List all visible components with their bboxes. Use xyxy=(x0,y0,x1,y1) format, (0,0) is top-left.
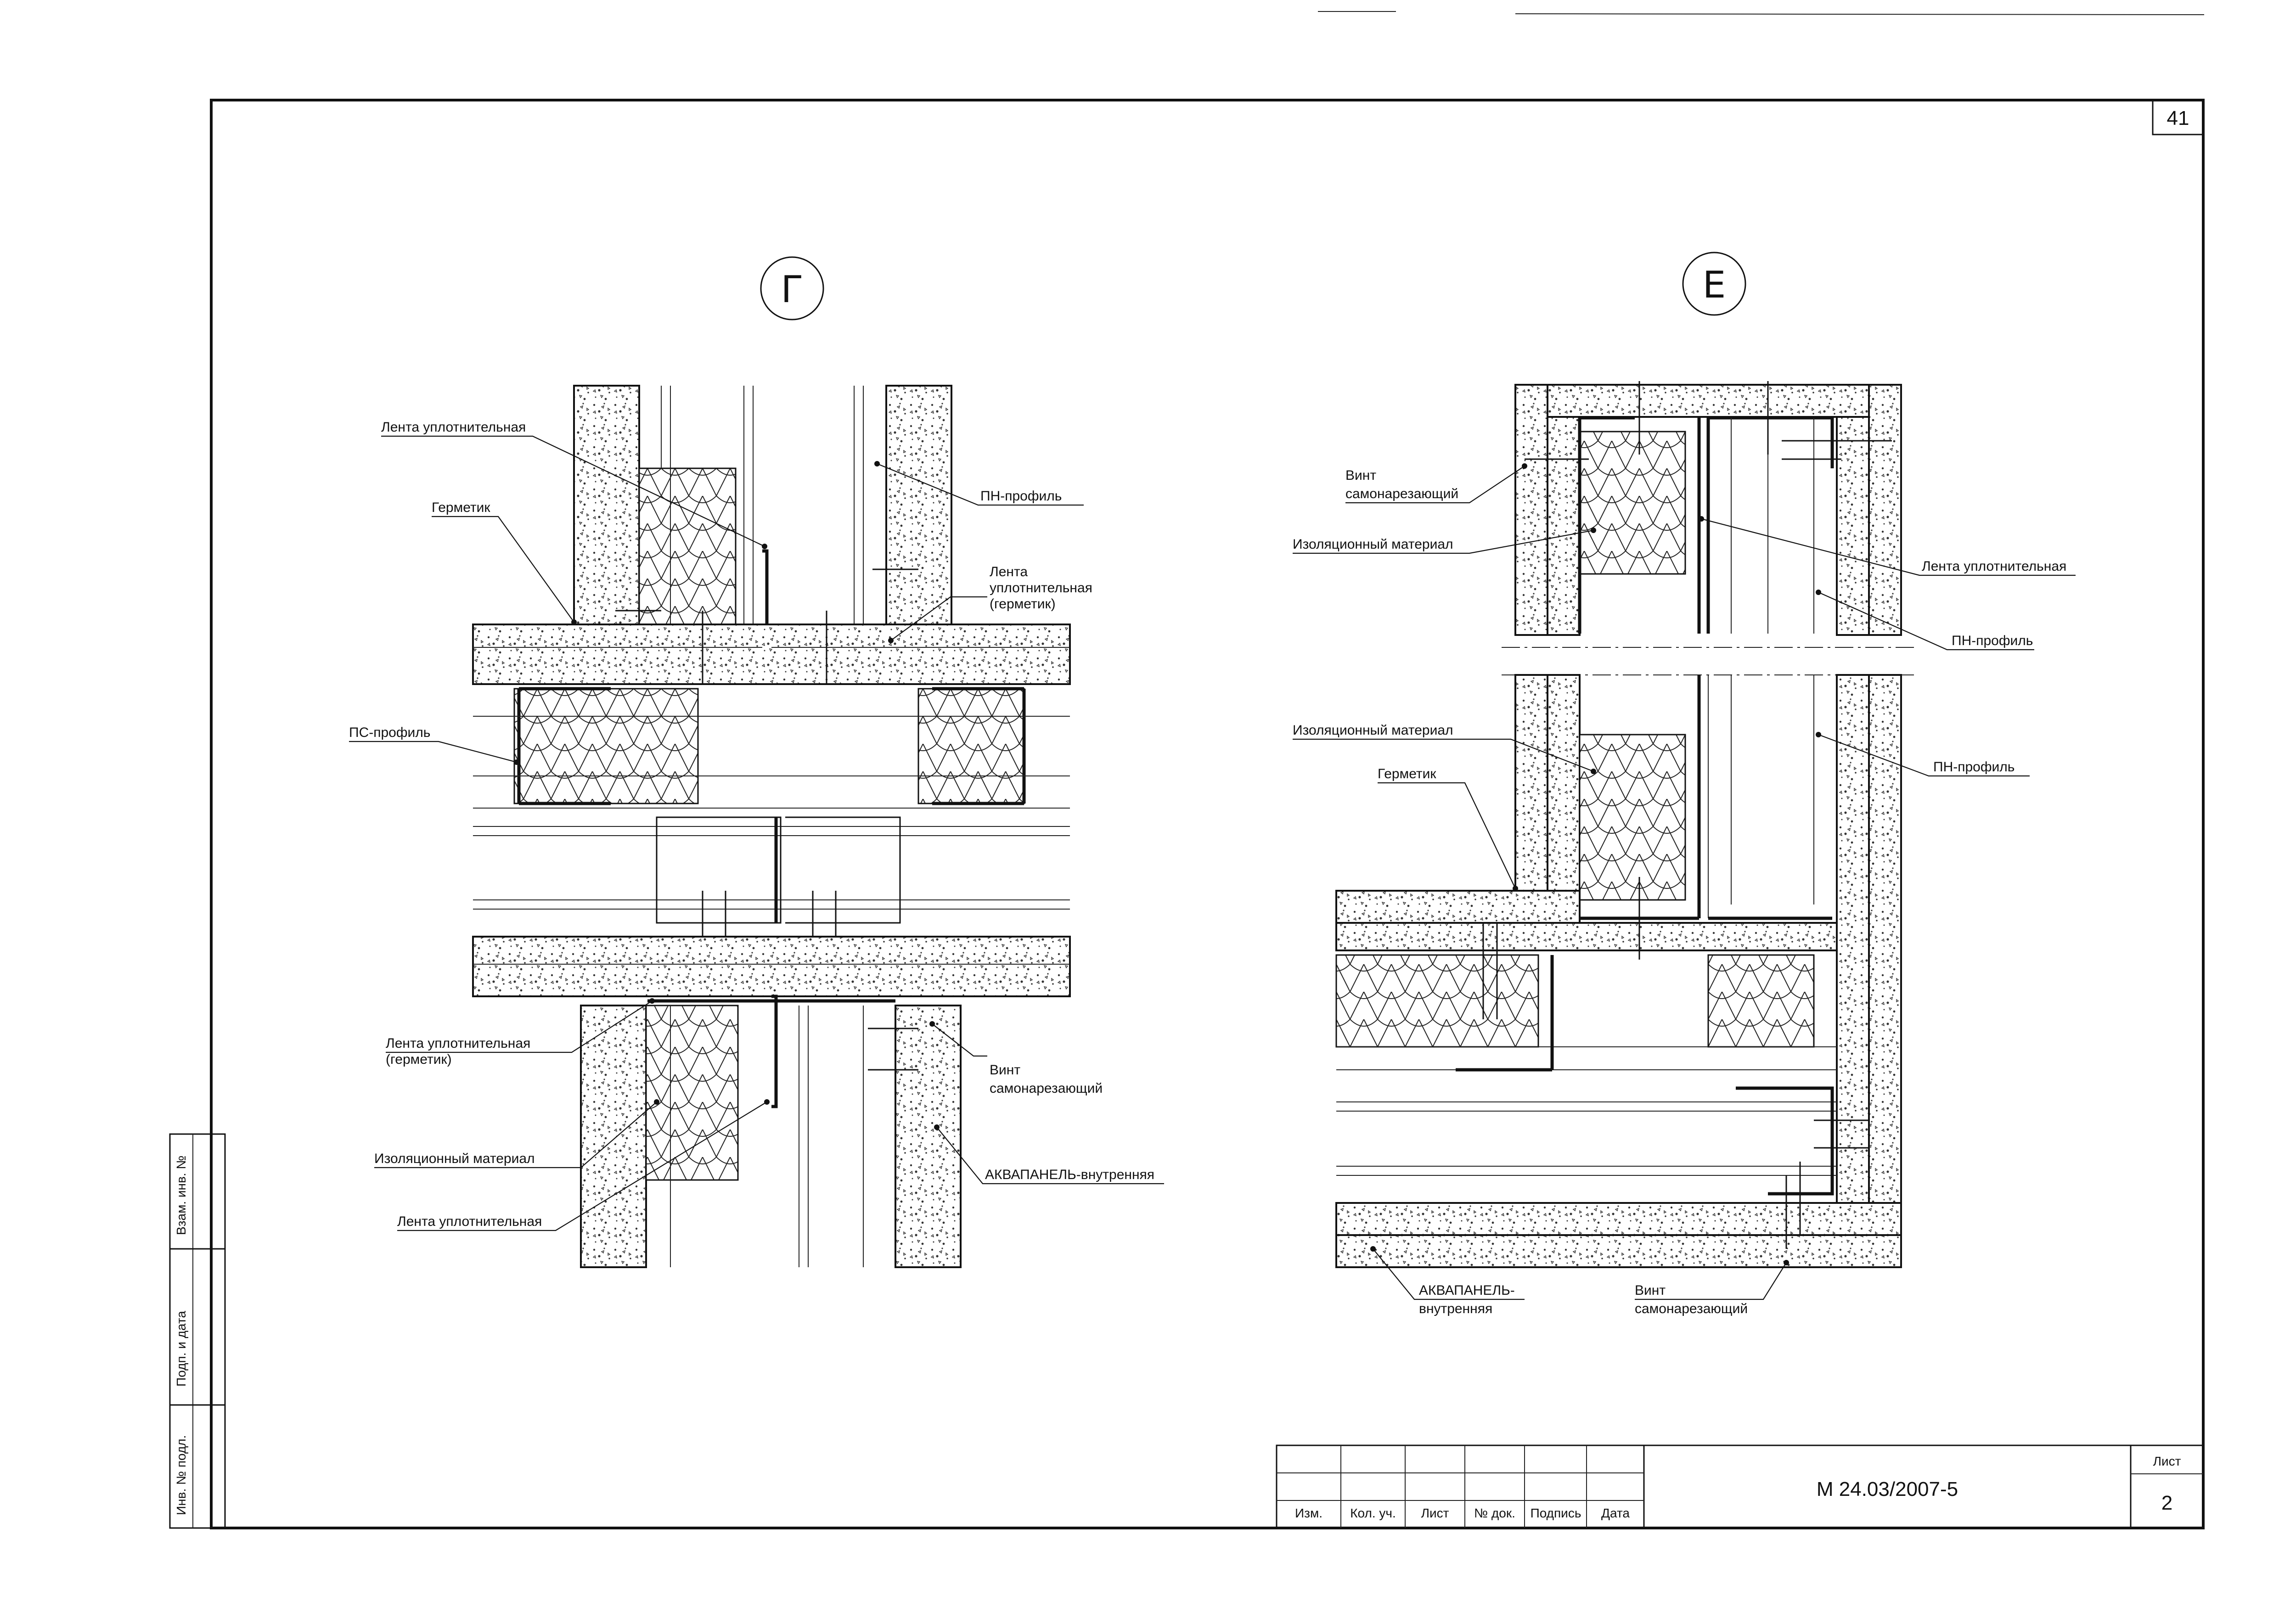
label-tape-sealant-bot-1: Лента уплотнительная xyxy=(386,1036,530,1051)
leader-tape-top xyxy=(381,435,765,547)
leader-pn-profile xyxy=(877,463,1084,506)
leader-sealant xyxy=(432,516,574,623)
label-tape-sealant-top-3: (герметик) xyxy=(990,596,1056,612)
leader-screw xyxy=(932,1023,987,1057)
aquapanel-e-top-left xyxy=(1514,384,1548,636)
label-tape-sealant-top-1: Лента xyxy=(990,564,1028,579)
aquapanel-upper-right xyxy=(885,385,952,625)
detail-e: Е xyxy=(1293,252,2076,1316)
title-col-count: Кол. уч. xyxy=(1350,1506,1396,1520)
label-e-insulation-top: Изоляционный материал xyxy=(1293,537,1453,552)
title-col-date: Дата xyxy=(1601,1506,1630,1520)
insulation-e-floor-right xyxy=(1707,954,1815,1048)
stamp-replacement: Взам. инв. № xyxy=(174,1156,188,1235)
leader-e-tape xyxy=(1701,518,2076,576)
insulation-upper xyxy=(638,467,737,625)
aquapanel-floor-upper xyxy=(472,624,1071,685)
document-code: М 24.03/2007-5 xyxy=(1817,1478,1958,1500)
aquapanel-e-bottom-2 xyxy=(1335,1234,1902,1268)
screws-g xyxy=(615,568,918,684)
leader-tape-sealant-top xyxy=(890,596,987,641)
label-e-pn-profile-top: ПН-профиль xyxy=(1952,633,2033,648)
screws-e xyxy=(1482,381,1869,1249)
label-e-screw-bot-1: Винт xyxy=(1635,1283,1666,1298)
aquapanel-lower-left xyxy=(580,1005,647,1268)
aquapanel-e-mid-left-inner xyxy=(1547,674,1581,905)
leader-tape-bottom xyxy=(397,1101,767,1231)
aquapanel-e-right-inner xyxy=(1836,674,1870,1245)
label-e-pn-profile-mid: ПН-профиль xyxy=(1933,759,2015,775)
aquapanel-e-top xyxy=(1514,384,1902,418)
leader-e-screw-bot xyxy=(1635,1262,1787,1300)
stamp-signature-date: Подп. и дата xyxy=(174,1311,188,1387)
insulation-ps-right xyxy=(917,688,1025,804)
title-col-sheet: Лист xyxy=(1421,1506,1449,1520)
detail-e-mark-circle xyxy=(1682,252,1746,316)
label-e-aquapanel-2: внутренняя xyxy=(1419,1301,1492,1316)
detail-g-mark-circle xyxy=(760,256,824,320)
label-e-aquapanel-1: АКВАПАНЕЛЬ- xyxy=(1419,1283,1515,1298)
label-insulation: Изоляционный материал xyxy=(374,1151,535,1166)
page-number: 41 xyxy=(2167,107,2189,129)
title-col-signature: Подпись xyxy=(1531,1506,1581,1520)
insulation-lower xyxy=(645,1005,739,1181)
label-tape-top: Лента уплотнительная xyxy=(381,420,526,435)
stamp-inventory: Инв. № подл. xyxy=(174,1435,188,1515)
title-col-change: Изм. xyxy=(1295,1506,1322,1520)
insulation-e-top xyxy=(1579,431,1686,575)
leader-tape-sealant-bot xyxy=(386,1000,653,1053)
page-number-box: 41 xyxy=(2152,99,2204,135)
detail-e-mark: Е xyxy=(1703,264,1726,306)
side-stamp: Взам. инв. № Подп. и дата Инв. № подл. xyxy=(169,1133,226,1529)
aquapanel-e-right-outer xyxy=(1868,674,1902,1268)
leader-e-insulation-mid xyxy=(1293,738,1594,772)
sheet-label: Лист xyxy=(2153,1454,2181,1468)
insulation-e-floor-left xyxy=(1335,954,1539,1048)
leader-e-pn-profile-top xyxy=(1818,591,2034,651)
leader-insulation xyxy=(374,1101,657,1169)
leader-e-aquapanel xyxy=(1373,1248,1525,1300)
sheet-border xyxy=(210,99,2205,1529)
label-sealant: Герметик xyxy=(432,500,490,515)
label-screw-1: Винт xyxy=(990,1062,1020,1078)
aquapanel-e-top-left-inner xyxy=(1547,416,1581,636)
label-pn-profile: ПН-профиль xyxy=(980,489,1062,504)
label-e-sealant: Герметик xyxy=(1378,766,1436,781)
label-e-screw-top-1: Винт xyxy=(1345,468,1376,483)
label-tape-sealant-bot-2: (герметик) xyxy=(386,1052,452,1067)
aquapanel-e-floor-top xyxy=(1335,890,1581,924)
label-screw-2: самонарезающий xyxy=(990,1081,1103,1096)
insulation-e-mid xyxy=(1579,734,1686,901)
detail-g: Г xyxy=(349,256,1164,1268)
aquapanel-e-mid-left xyxy=(1514,674,1548,905)
detail-g-mark: Г xyxy=(781,268,804,311)
aquapanel-e-top-right-inner xyxy=(1836,416,1870,636)
label-ps-profile: ПС-профиль xyxy=(349,725,430,740)
aquapanel-upper-left xyxy=(573,385,640,625)
label-e-screw-bot-2: самонарезающий xyxy=(1635,1301,1748,1316)
label-e-insulation-mid: Изоляционный материал xyxy=(1293,723,1453,738)
leader-e-pn-profile-mid xyxy=(1818,734,2030,777)
label-e-tape: Лента уплотнительная xyxy=(1922,559,2066,574)
insulation-ps-left xyxy=(513,688,699,804)
title-block: Изм. Кол. уч. Лист № док. Подпись Дата М… xyxy=(1276,1444,2204,1529)
sheet-number: 2 xyxy=(2161,1492,2172,1514)
aquapanel-e-bottom-1 xyxy=(1335,1202,1902,1236)
leader-e-insulation-top xyxy=(1293,529,1594,554)
aquapanel-floor-lower xyxy=(472,936,1071,997)
aquapanel-e-floor-mid xyxy=(1335,922,1838,951)
leader-aquapanel xyxy=(936,1127,1164,1185)
leader-e-sealant xyxy=(1378,782,1516,889)
label-aquapanel: АКВАПАНЕЛЬ-внутренняя xyxy=(985,1167,1154,1182)
label-e-screw-top-2: самонарезающий xyxy=(1345,486,1458,501)
scan-mark xyxy=(1515,13,2205,15)
label-tape-sealant-top-2: уплотнительная xyxy=(990,580,1092,596)
aquapanel-lower-right xyxy=(895,1005,962,1268)
title-col-doc: № док. xyxy=(1474,1506,1515,1520)
leader-e-screw-top xyxy=(1345,466,1525,504)
aquapanel-e-top-right xyxy=(1868,384,1902,636)
label-tape-bottom: Лента уплотнительная xyxy=(397,1214,542,1229)
leader-ps-profile xyxy=(349,741,517,763)
